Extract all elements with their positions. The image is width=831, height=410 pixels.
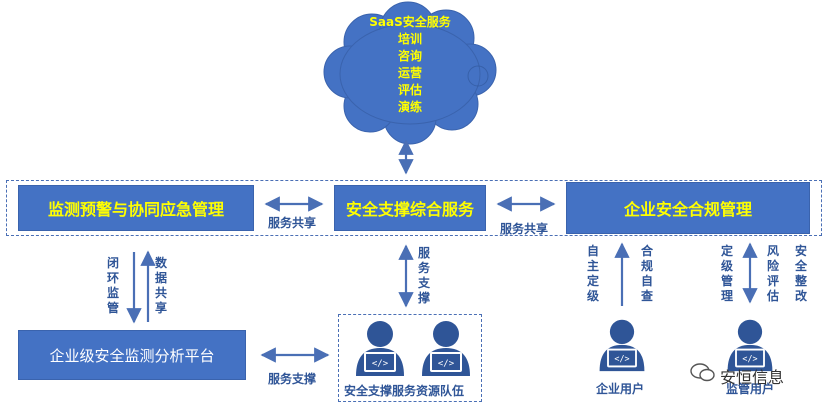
left-share-label: 服务共享 xyxy=(268,216,317,230)
cloud-title: SaaS安全服务 xyxy=(369,15,451,29)
enterprise-user-icon: </> xyxy=(599,319,645,372)
service-support-v-label: 服务支撑 xyxy=(417,246,430,305)
svg-text:</>: </> xyxy=(742,354,757,364)
cloud-item: 运营 xyxy=(397,66,422,80)
team-dashed-frame xyxy=(338,314,482,402)
enterprise-user-label: 企业用户 xyxy=(596,382,645,396)
compliance-management-box: 企业安全合规管理 xyxy=(566,182,810,234)
regulator-user-label: 监管用户 xyxy=(726,382,775,396)
cloud-item: 培训 xyxy=(397,32,422,46)
risk-assess-label: 风险评估 xyxy=(766,244,779,303)
self-check-label: 合规自查 xyxy=(640,244,653,303)
cloud-item: 演练 xyxy=(397,100,422,114)
svg-text:</>: </> xyxy=(438,359,455,369)
platform-dashed-frame xyxy=(6,180,822,236)
svg-text:</>: </> xyxy=(372,359,389,369)
wechat-icon xyxy=(690,363,715,382)
service-support-h-label: 服务支撑 xyxy=(268,372,317,386)
cloud-item: 评估 xyxy=(397,83,422,97)
team-label: 安全支撑服务资源队伍 xyxy=(344,384,465,398)
define-manage-label: 定级管理 xyxy=(720,244,733,303)
cloud-text: SaaS安全服务 培训 咨询 运营 评估 演练 xyxy=(345,14,475,116)
person-laptop-icon: </> xyxy=(422,321,470,376)
monitor-platform-box: 企业级安全监测分析平台 xyxy=(18,330,246,380)
monitor-warning-box: 监测预警与协同应急管理 xyxy=(18,185,254,231)
rectify-label: 安全整改 xyxy=(794,244,807,303)
person-laptop-icon: </> xyxy=(356,321,404,376)
watermark-text: 安恒信息 xyxy=(720,368,785,387)
data-share-label: 数据共享 xyxy=(154,256,167,315)
closed-loop-label: 闭环监管 xyxy=(106,256,119,315)
regulator-user-icon: </> xyxy=(727,319,773,372)
security-support-box: 安全支撑综合服务 xyxy=(334,185,486,231)
right-share-label: 服务共享 xyxy=(500,222,549,236)
self-define-label: 自主定级 xyxy=(586,244,599,303)
svg-text:</>: </> xyxy=(614,354,629,364)
cloud-item: 咨询 xyxy=(397,49,422,63)
